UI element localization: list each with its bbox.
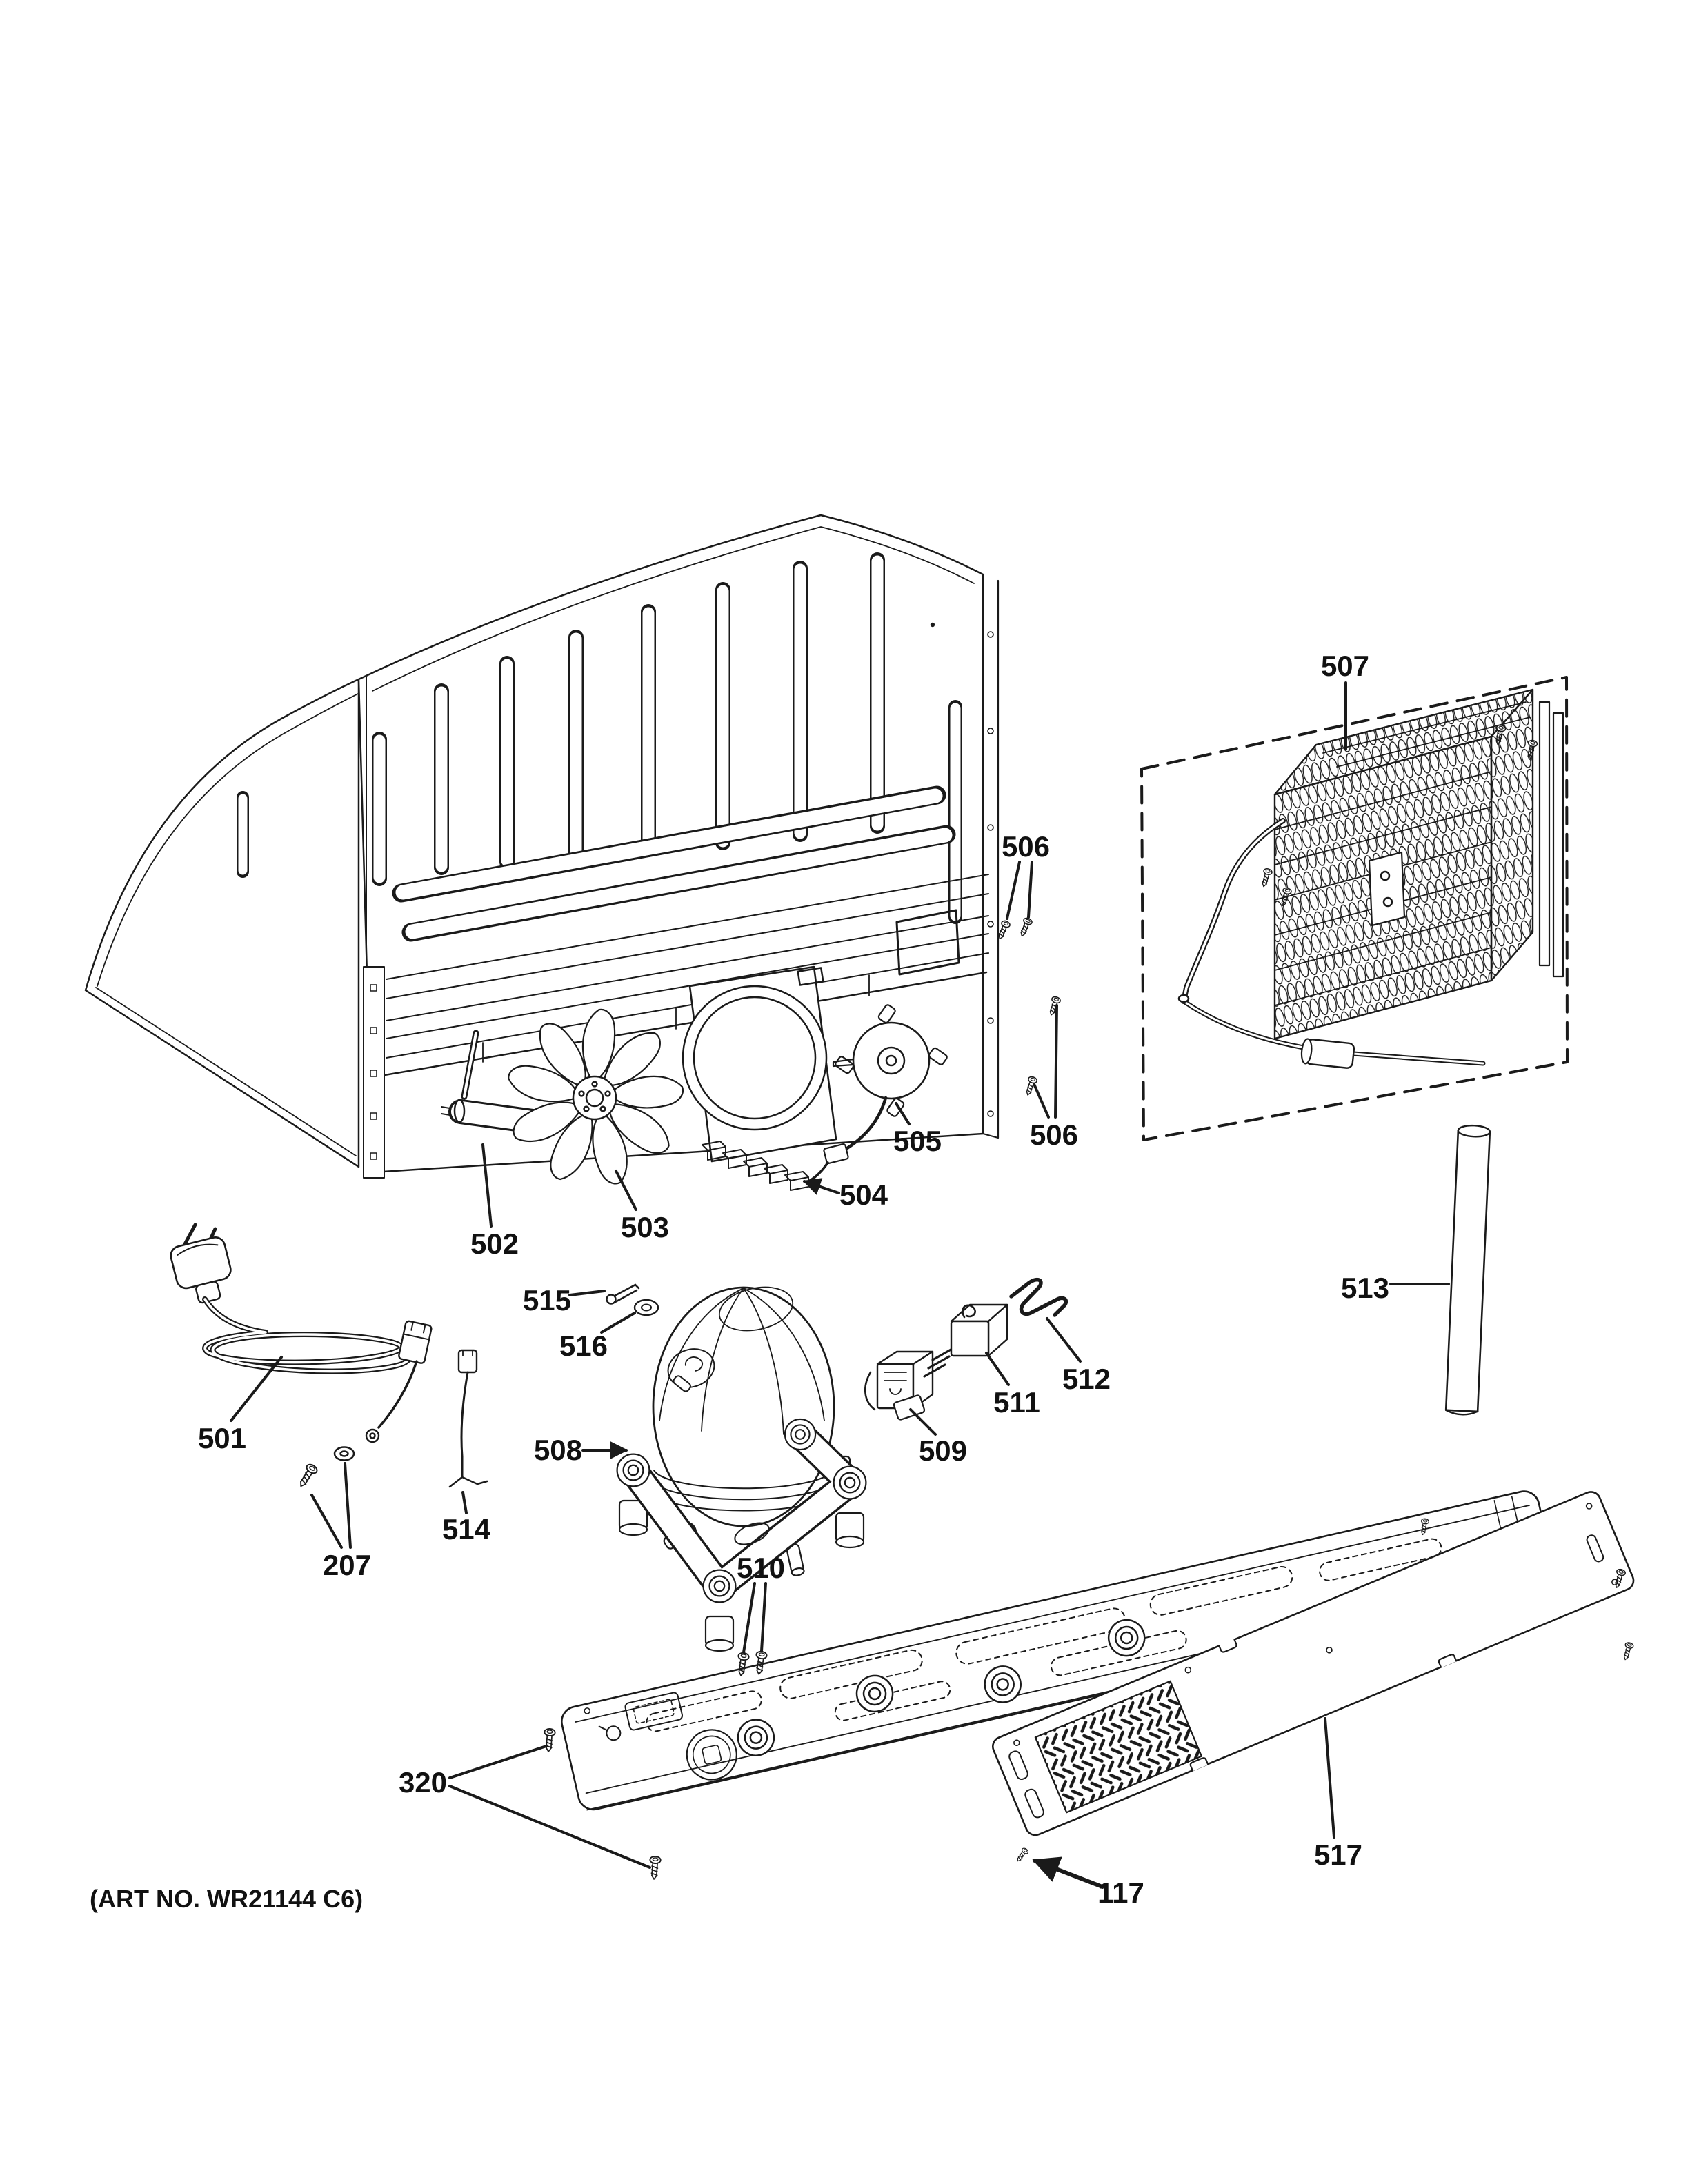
compressor-feet [618, 1499, 865, 1652]
part-power-cord-501 [170, 1223, 433, 1443]
art-number: (ART NO. WR21144 C6) [90, 1885, 363, 1913]
part-washer-516 [633, 1299, 659, 1316]
leader-lines [230, 681, 1450, 1889]
panel-vertical-slots [372, 552, 962, 924]
callout-510: 510 [737, 1552, 785, 1584]
part-capacitor-511 [950, 1303, 1008, 1357]
callout-320: 320 [399, 1766, 447, 1799]
callout-517: 517 [1314, 1839, 1362, 1871]
callout-512: 512 [1062, 1363, 1111, 1395]
callout-506-lower: 506 [1030, 1119, 1078, 1151]
part-pin-515 [606, 1283, 640, 1305]
compressor-bracket [616, 1418, 867, 1603]
panel-left-flange [363, 966, 385, 1179]
panel-bottom-rails [371, 874, 989, 1079]
part-thermistor-514 [448, 1349, 488, 1488]
callout-117: 117 [1097, 1876, 1144, 1909]
part-compressor-508 [616, 1286, 867, 1652]
callout-504: 504 [839, 1179, 888, 1211]
callout-516: 516 [559, 1330, 608, 1362]
callout-labels: 501 502 503 504 505 506 506 507 508 509 … [198, 650, 1389, 1909]
panel-long-slots [392, 785, 956, 942]
part-fan-shroud-504 [682, 965, 837, 1191]
callout-502: 502 [470, 1228, 519, 1260]
part-sleeve-513 [1444, 1124, 1491, 1416]
callout-506-upper: 506 [1002, 830, 1050, 863]
callout-514: 514 [442, 1513, 491, 1545]
callout-507: 507 [1321, 650, 1369, 682]
callout-515: 515 [523, 1284, 571, 1316]
callout-508: 508 [534, 1434, 582, 1466]
part-fan-blade-503 [503, 1006, 684, 1188]
panel-right-flange [982, 573, 1000, 1139]
callout-509: 509 [919, 1434, 967, 1467]
callout-513: 513 [1341, 1272, 1389, 1304]
part-evaporator-507 [1177, 688, 1564, 1069]
callout-501: 501 [198, 1422, 246, 1454]
callout-503: 503 [621, 1211, 669, 1243]
back-panel [84, 514, 1000, 1179]
callout-505: 505 [893, 1125, 942, 1157]
part-relay-509 [864, 1347, 955, 1421]
part-vent-panel-517 [992, 1491, 1635, 1836]
callout-511: 511 [993, 1386, 1040, 1419]
evaporator-dashed-box [1140, 676, 1569, 1141]
part-wire-clip-512 [1009, 1277, 1068, 1317]
callout-207: 207 [323, 1549, 371, 1581]
